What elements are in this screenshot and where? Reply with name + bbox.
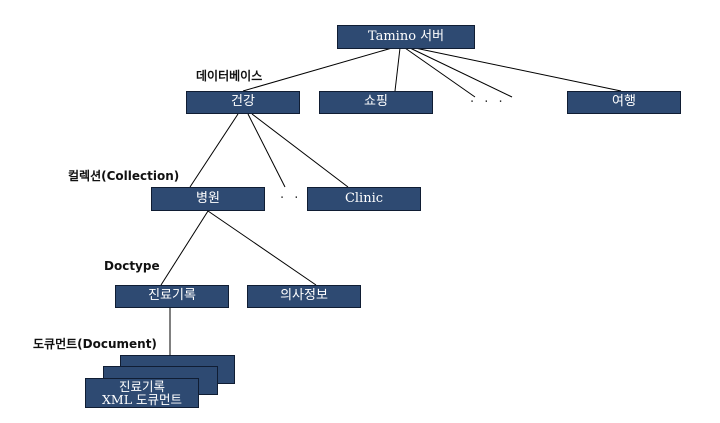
database-ellipsis: · · · — [470, 95, 506, 110]
database-node-shopping: 쇼핑 — [319, 91, 433, 114]
document-level-label: 도큐먼트(Document) — [33, 337, 157, 351]
database-node-travel: 여행 — [567, 91, 681, 114]
document-type-line: XML 도큐먼트 — [102, 392, 182, 407]
collection-ellipsis: · · · — [280, 191, 316, 206]
database-node-health: 건강 — [186, 91, 300, 114]
collection-node-clinic: Clinic — [307, 187, 421, 211]
document-title-line: 진료기록 — [118, 379, 165, 394]
edge-server-travel — [414, 47, 622, 92]
edge-hospital-records — [160, 210, 209, 286]
edge-server-ellipsis-2 — [409, 47, 513, 98]
edge-server-health — [242, 47, 393, 92]
database-level-label: 데이터베이스 — [196, 69, 263, 83]
edge-server-shopping — [394, 47, 401, 92]
collection-node-hospital: 병원 — [151, 187, 265, 211]
doctype-node-doctor: 의사정보 — [247, 285, 361, 308]
collection-level-label: 컬렉션(Collection) — [68, 169, 180, 183]
doctype-node-records: 진료기록 — [115, 285, 229, 308]
server-node: Tamino 서버 — [337, 25, 475, 49]
edge-hospital-doctor — [207, 210, 317, 286]
edge-health-ellipsis — [247, 113, 286, 188]
edge-health-hospital — [189, 113, 239, 188]
document-stack-front: 진료기록 XML 도큐먼트 — [85, 378, 199, 408]
doctype-level-label: Doctype — [104, 259, 160, 273]
edge-health-clinic — [251, 113, 349, 188]
edge-server-ellipsis-1 — [404, 47, 476, 98]
